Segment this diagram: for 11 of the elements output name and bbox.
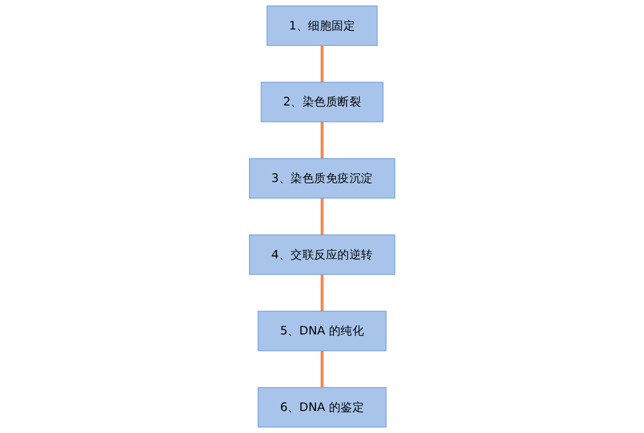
node-box: 2、染色质断裂: [260, 82, 384, 122]
connector: [320, 46, 324, 82]
node-box: 4、交联反应的逆转: [248, 234, 396, 275]
node-box: 3、染色质免疫沉淀: [248, 158, 396, 199]
connector: [320, 350, 324, 388]
node-box: 6、DNA 的鉴定: [258, 387, 386, 428]
node-box: 5、DNA 的纯化: [258, 310, 386, 352]
connector: [320, 274, 324, 312]
connector: [320, 122, 324, 159]
node-box: 1、细胞固定: [266, 6, 378, 46]
connector: [320, 198, 324, 235]
